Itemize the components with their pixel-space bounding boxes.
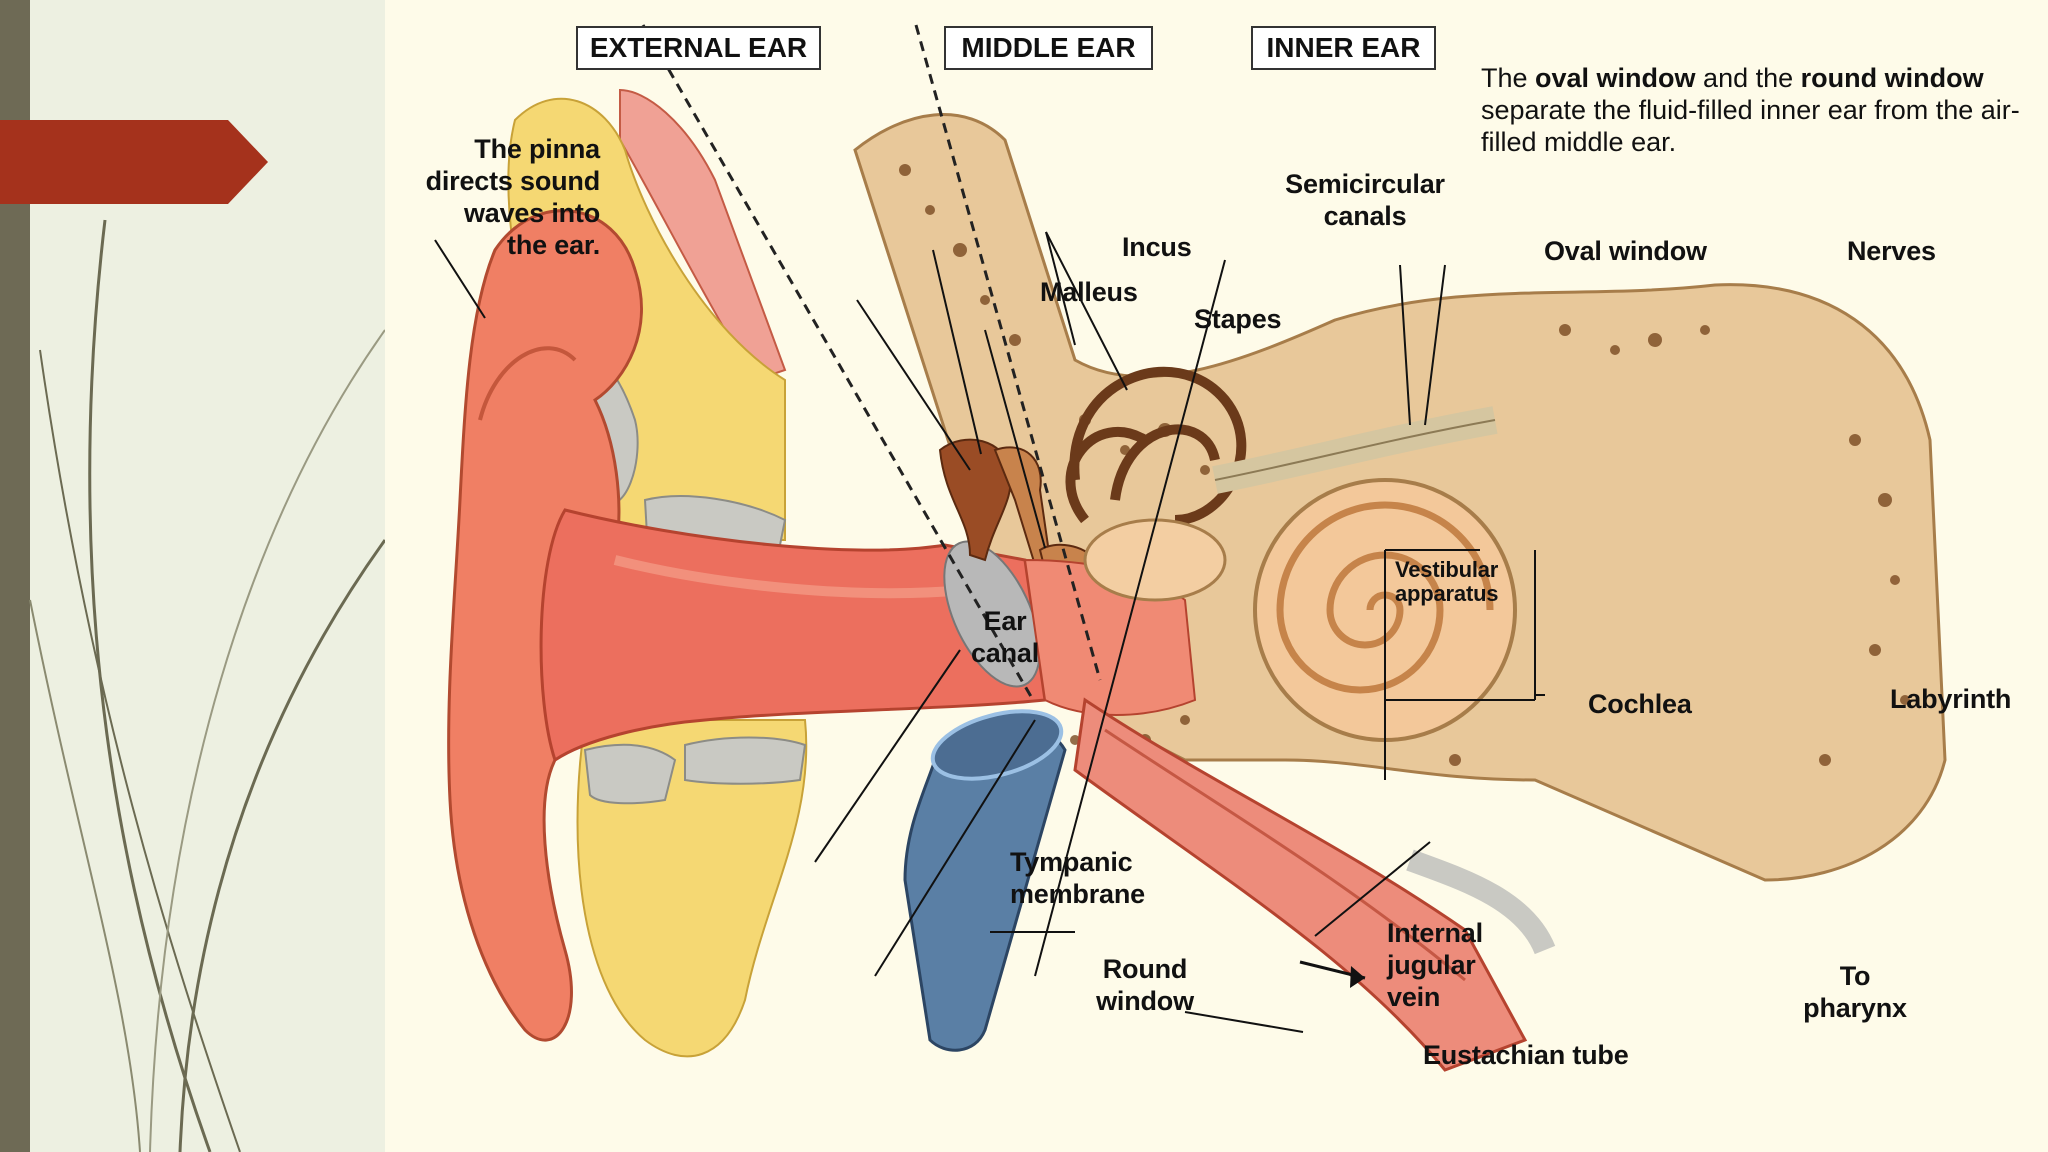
label-round-window: Round window <box>1096 954 1194 1016</box>
malleus-shape <box>938 438 1012 562</box>
pinna-note-text-1: The <box>474 134 529 164</box>
label-stapes: Stapes <box>1194 304 1282 334</box>
label-pinna-note: The pinna directs sound waves into the e… <box>360 101 601 261</box>
label-cochlea: Cochlea <box>1588 689 1692 719</box>
label-to-pharynx: To pharynx <box>1803 961 1907 1023</box>
vestibule-shape <box>1083 518 1227 602</box>
label-vestibular-apparatus: Vestibular apparatus <box>1395 557 1499 606</box>
slide-decoration <box>0 0 385 1152</box>
tympanic-membrane-shape <box>943 540 1041 688</box>
eustachian-tube-shape <box>1073 697 1528 1072</box>
caption-text-2: and the <box>1695 63 1801 93</box>
label-external-ear: EXTERNAL EAR <box>576 26 821 70</box>
label-ear-canal: Ear canal <box>970 606 1040 668</box>
pinna-note-bold: pinna <box>529 134 600 164</box>
label-malleus: Malleus <box>1040 277 1138 307</box>
caption-text-1: The <box>1481 63 1536 93</box>
label-incus: Incus <box>1122 232 1192 262</box>
caption-text-3: separate the fluid-filled inner ear from… <box>1481 95 2020 157</box>
label-eustachian-tube: Eustachian tube <box>1423 1040 1629 1070</box>
ear-illustration <box>434 24 1947 1072</box>
label-labyrinth: Labyrinth <box>1890 684 2012 714</box>
label-internal-jugular-vein: Internal jugular vein <box>1387 918 1483 1012</box>
label-semicircular-canals: Semicircular canals <box>1285 169 1445 231</box>
caption-oval-round-window: The oval window and the round window sep… <box>1481 62 2041 158</box>
label-middle-ear: MIDDLE EAR <box>944 26 1153 70</box>
ear-anatomy-figure: EXTERNAL EAR MIDDLE EAR INNER EAR The ov… <box>385 0 2048 1152</box>
label-nerves: Nerves <box>1847 236 1936 266</box>
caption-bold-round: round window <box>1800 63 1984 93</box>
pinna-note-text-2: directs sound waves into the ear. <box>425 166 601 260</box>
label-tympanic-membrane: Tympanic membrane <box>1010 847 1145 909</box>
caption-bold-oval: oval window <box>1535 63 1696 93</box>
label-inner-ear: INNER EAR <box>1251 26 1436 70</box>
arrow-tab <box>0 120 268 204</box>
label-oval-window: Oval window <box>1544 236 1707 266</box>
